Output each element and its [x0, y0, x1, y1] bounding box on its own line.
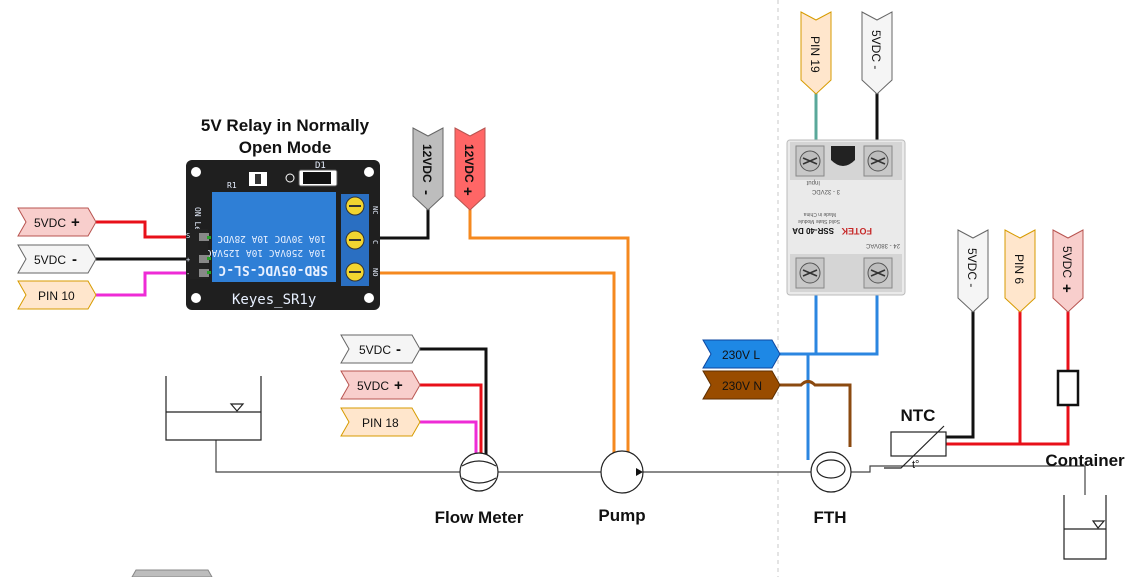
- svg-text:230V L: 230V L: [722, 348, 760, 362]
- wire-ssr-l-out: [806, 292, 879, 460]
- wire-relay-pin10: [96, 271, 196, 297]
- wire-12vdc-minus: [368, 202, 430, 240]
- svg-text:+: +: [71, 214, 80, 231]
- fth-label: FTH: [813, 508, 846, 527]
- resistor: [1056, 369, 1080, 407]
- ssr-origin: Made in China: [804, 211, 836, 217]
- tag-ssr-5vdc-minus: 5VDC -: [861, 11, 893, 95]
- relay-d1-label: D1: [315, 161, 326, 171]
- wire-flow-5vdc-plus: [420, 383, 483, 455]
- relay-term-no: NO: [371, 268, 379, 276]
- pump: [600, 450, 644, 494]
- svg-text:+: +: [394, 377, 403, 394]
- svg-text:PIN 18: PIN 18: [362, 416, 399, 430]
- wire-ntc-5vdc-plus-bottom: [1020, 405, 1070, 446]
- ssr-output-range: 24 - 380VAC: [865, 242, 900, 248]
- svg-text:12VDC: 12VDC: [462, 144, 476, 183]
- tag-230v-n: 230V N: [702, 370, 781, 400]
- tag-relay-5vdc-plus: 5VDC +: [17, 207, 97, 237]
- wire-flow-5vdc-minus: [420, 347, 488, 455]
- fth: [810, 451, 852, 493]
- ntc-label: NTC: [901, 406, 936, 425]
- svg-text:-: -: [418, 190, 435, 195]
- relay-title-line1: 5V Relay in Normally: [201, 116, 370, 135]
- pump-label: Pump: [598, 506, 645, 525]
- ntc-temp-label: t°: [912, 459, 919, 471]
- svg-text:PIN 6: PIN 6: [1012, 254, 1026, 284]
- svg-text:-: -: [396, 341, 401, 358]
- wires: [96, 92, 1070, 460]
- pipe: [215, 440, 1086, 495]
- ssr-input-range: 3 - 32VDC: [811, 188, 840, 194]
- wire-230v-n: [780, 380, 852, 447]
- ssr-model: SSR-40 DA: [792, 226, 834, 235]
- tag-relay-pin10: PIN 10: [17, 280, 97, 310]
- tag-relay-5vdc-minus: 5VDC -: [17, 244, 97, 274]
- relay-r1-label: R1: [227, 181, 237, 190]
- tag-230v-l: 230V L: [702, 339, 781, 369]
- wire-ntc-pin6: [946, 310, 1022, 446]
- svg-text:5VDC: 5VDC: [34, 253, 66, 267]
- tag-ntc-5vdc-minus: 5VDC -: [957, 229, 989, 313]
- svg-text:5VDC: 5VDC: [359, 343, 391, 357]
- svg-text:-: -: [72, 251, 77, 268]
- relay-part-label: SRD-05VDC-SL-C: [218, 262, 328, 277]
- svg-text:5VDC: 5VDC: [1060, 246, 1074, 278]
- ssr-module: 24 - 380VAC FOTEK SSR-40 DA Solid State …: [786, 139, 906, 296]
- relay-pin-minus: -: [186, 270, 190, 278]
- svg-text:5VDC -: 5VDC -: [965, 248, 979, 287]
- wire-relay-5vdc-plus: [96, 220, 196, 239]
- svg-text:5VDC -: 5VDC -: [869, 30, 883, 69]
- flow-meter: [459, 452, 499, 492]
- tag-flow-5vdc-minus: 5VDC -: [340, 334, 421, 364]
- tag-ntc-pin6: PIN 6: [1004, 229, 1036, 313]
- source-tank: [165, 376, 262, 441]
- flow-meter-label: Flow Meter: [435, 508, 524, 527]
- container-tank: [1063, 495, 1107, 560]
- relay-module: D1 R1 ON Led SRD-05VDC-SL-C 10A 250VAC 1…: [186, 160, 380, 310]
- ssr-brand: FOTEK: [841, 226, 872, 236]
- svg-text:+: +: [459, 187, 476, 196]
- svg-text:12VDC: 12VDC: [420, 144, 434, 183]
- tag-flow-pin18: PIN 18: [340, 407, 421, 437]
- svg-text:5VDC: 5VDC: [357, 379, 389, 393]
- wire-relay-no: [368, 271, 616, 460]
- ntc-sensor: t°: [884, 425, 947, 471]
- svg-text:PIN 10: PIN 10: [38, 289, 75, 303]
- relay-rating2: 10A 30VDC 10A 28VDC: [217, 233, 326, 244]
- wire-12vdc-plus: [468, 202, 630, 460]
- svg-text:+: +: [1058, 284, 1075, 293]
- relay-title-line2: Open Mode: [239, 138, 332, 157]
- tag-12vdc-minus: 12VDC -: [412, 127, 444, 211]
- relay-term-nc: NC: [371, 206, 379, 214]
- relay-model-label: Keyes_SR1y: [232, 292, 316, 308]
- wire-ntc-5vdc-minus: [946, 310, 975, 439]
- ssr-subtitle: Solid State Module: [798, 218, 840, 224]
- tag-ssr-pin19: PIN 19: [800, 11, 832, 95]
- relay-term-c: C: [371, 240, 379, 244]
- svg-text:230V N: 230V N: [722, 379, 762, 393]
- tag-ntc-5vdc-plus: 5VDC +: [1052, 229, 1084, 313]
- svg-text:5VDC: 5VDC: [34, 216, 66, 230]
- svg-text:PIN 19: PIN 19: [808, 36, 822, 73]
- tag-12vdc-plus: 12VDC +: [454, 127, 486, 211]
- tag-flow-5vdc-plus: 5VDC +: [340, 370, 421, 400]
- ssr-input-label: Input: [806, 179, 820, 185]
- wire-ssr-l-in: [780, 292, 818, 356]
- container-label: Container: [1045, 451, 1125, 470]
- relay-pin-plus: +: [186, 256, 190, 264]
- partial-tag: [131, 569, 213, 577]
- wire-flow-pin18: [420, 420, 478, 455]
- relay-rating1: 10A 250VAC 10A 125VAC: [206, 247, 326, 258]
- relay-pin-s: S: [186, 232, 190, 240]
- relay-led-label: ON Led: [193, 207, 202, 236]
